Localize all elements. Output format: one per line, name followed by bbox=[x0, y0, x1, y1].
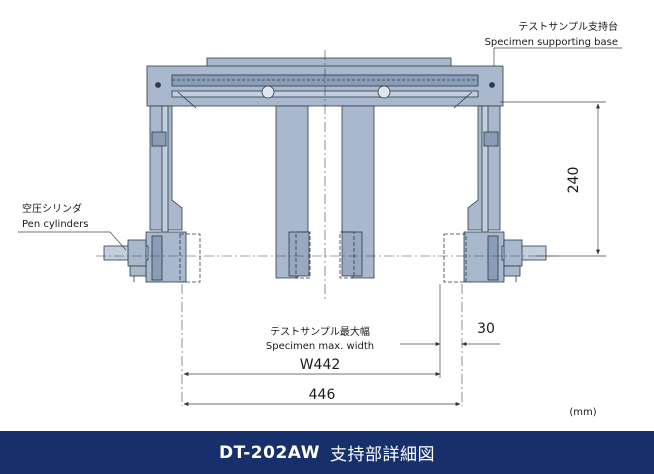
support-detail-drawing: 240 W442 446 30 (mm) テストサンプル支持台 Specimen… bbox=[18, 20, 622, 418]
unit-label: (mm) bbox=[569, 407, 596, 418]
left-pen-cylinders bbox=[103, 239, 149, 282]
height-dimension bbox=[500, 101, 606, 257]
center-support-plates bbox=[275, 105, 375, 279]
base-label-en: Specimen supporting base bbox=[485, 37, 618, 48]
max-width-value: W442 bbox=[300, 357, 341, 373]
model-name: DT-202AW bbox=[219, 442, 320, 463]
left-support-column bbox=[145, 105, 187, 283]
callout-leaders bbox=[18, 47, 622, 251]
drawing-title: 支持部詳細図 bbox=[329, 445, 435, 465]
right-pen-cylinders bbox=[501, 239, 547, 282]
offset-dimension-value: 30 bbox=[477, 321, 495, 337]
base-label-jp: テストサンプル支持台 bbox=[518, 20, 618, 33]
clamp-outlines bbox=[179, 231, 467, 283]
right-support-column bbox=[463, 105, 505, 283]
footer-title-bar: DT-202AW 支持部詳細図 bbox=[0, 431, 654, 474]
width-dimensions bbox=[183, 284, 500, 406]
pen-label-jp: 空圧シリンダ bbox=[22, 202, 82, 215]
height-dimension-value: 240 bbox=[566, 167, 582, 194]
overall-width-value: 446 bbox=[309, 387, 336, 403]
width-label-jp: テストサンプル最大幅 bbox=[270, 325, 370, 338]
pen-label-en: Pen cylinders bbox=[22, 219, 88, 230]
width-label-en: Specimen max. width bbox=[266, 341, 374, 352]
